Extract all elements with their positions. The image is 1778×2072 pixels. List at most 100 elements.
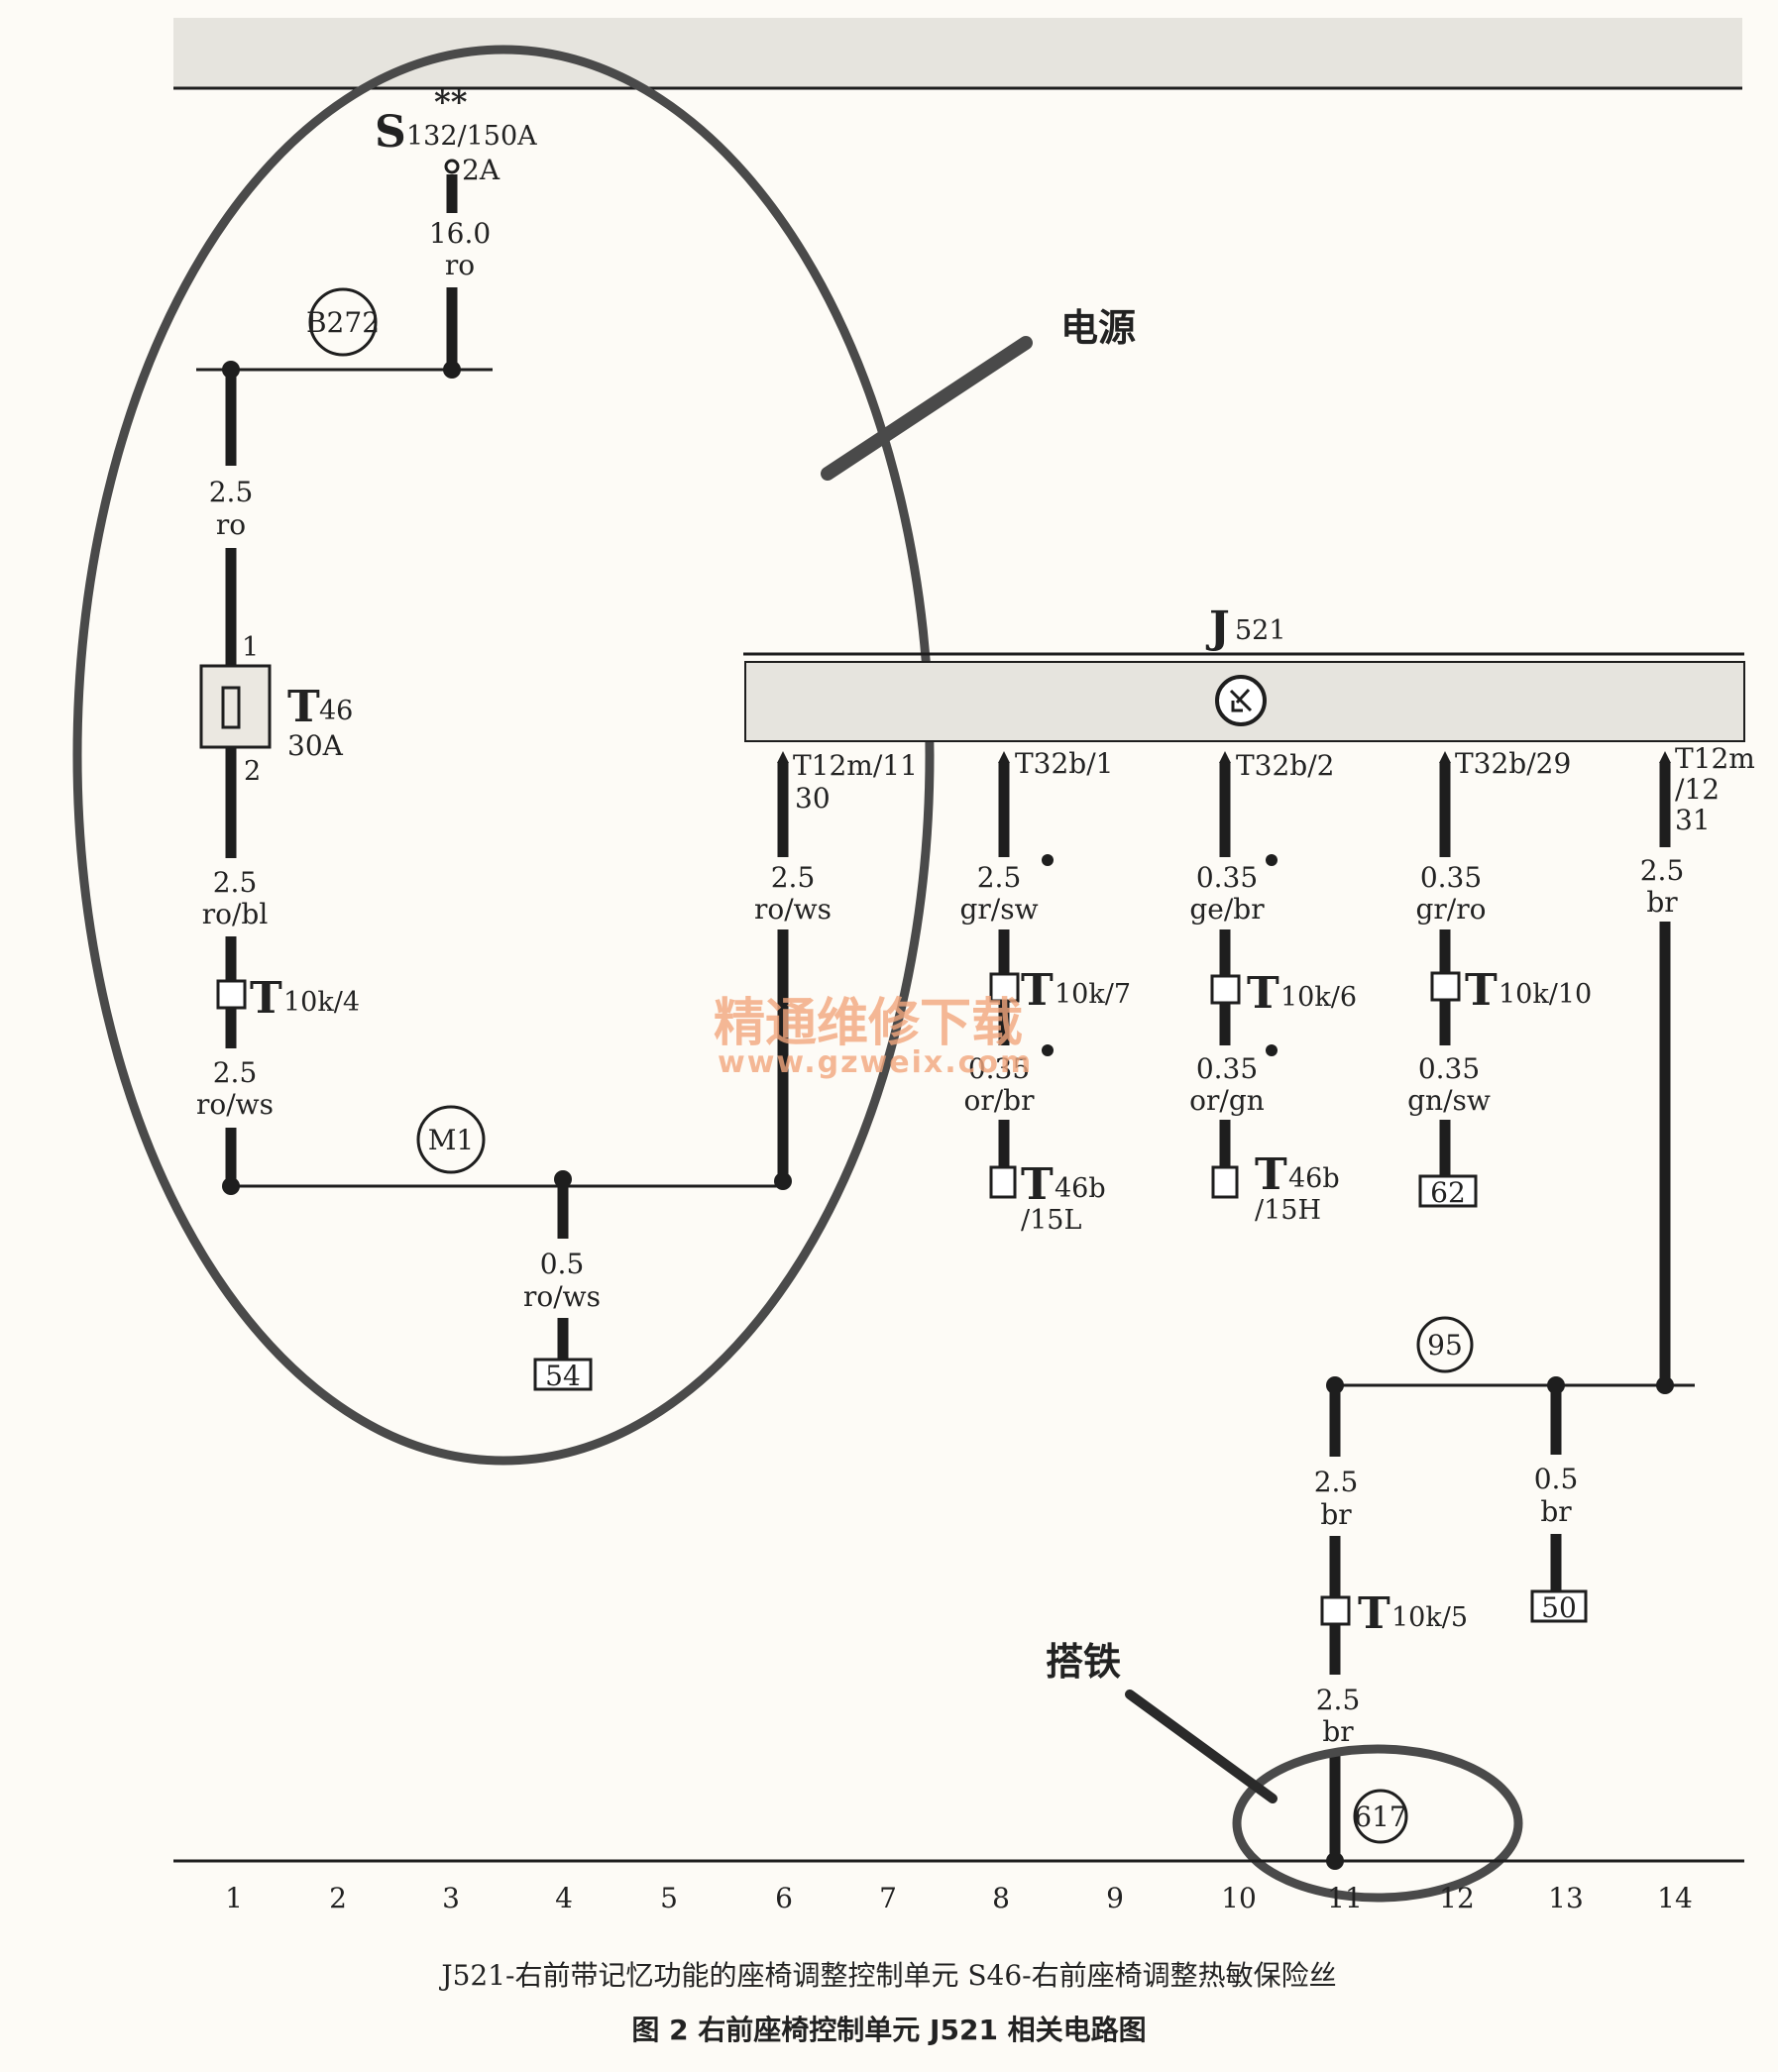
pin-t12m11-extra: 30 xyxy=(795,782,831,815)
pin-t12m12-extra: 31 xyxy=(1675,804,1711,836)
conn-t10k10-letter: T xyxy=(1465,965,1498,1016)
fuse-t46-box xyxy=(199,664,272,749)
module-letter: J xyxy=(1205,602,1230,653)
ground-highlight-ellipse xyxy=(1232,1744,1523,1903)
power-bus-band xyxy=(173,18,1742,87)
column-number: 13 xyxy=(1548,1882,1584,1914)
pin-t12m12-arrow xyxy=(1659,751,1671,763)
fuse-t46-rating: 30A xyxy=(287,729,344,762)
wire-g2-gauge: 2.5 xyxy=(1316,1684,1361,1716)
wire-50-color: br xyxy=(1540,1495,1572,1528)
wire-t32b2-color: ge/br xyxy=(1189,893,1265,926)
column-number: 1 xyxy=(225,1882,243,1914)
ref-54-box xyxy=(533,1358,593,1391)
b272-label: B272 xyxy=(306,306,380,339)
wire-t32b1-gauge: 2.5 xyxy=(977,861,1022,894)
m1-node xyxy=(416,1105,486,1174)
n617-node xyxy=(1353,1789,1408,1844)
pin-t32b1-label: T32b/1 xyxy=(1015,747,1113,780)
wire-l1-color: ro xyxy=(216,508,246,541)
b272-junction-right xyxy=(443,361,461,379)
fuse-t46-pin2: 2 xyxy=(244,756,261,787)
column-number: 5 xyxy=(660,1882,678,1914)
pin-t12m12-label2: /12 xyxy=(1675,773,1720,806)
conn-t10k7-box xyxy=(989,972,1020,1003)
wire-l2-gauge: 2.5 xyxy=(213,866,258,899)
wire-t32b1-color2: or/br xyxy=(964,1084,1036,1117)
fuse-t46-pin1: 1 xyxy=(242,632,259,663)
fuse-t46-name: 46 xyxy=(319,696,353,726)
wire-g1-color: br xyxy=(1320,1498,1352,1531)
wire-t32b29-color: gr/ro xyxy=(1416,893,1487,926)
wire-g1-gauge: 2.5 xyxy=(1314,1466,1359,1498)
pin-t12m12-label: T12m xyxy=(1675,742,1755,775)
conn-t10k10-name: 10k/10 xyxy=(1499,979,1592,1010)
conn-t10k4-name: 10k/4 xyxy=(283,987,360,1018)
wire-t32b29-gauge: 0.35 xyxy=(1420,861,1482,894)
m1-junction-left xyxy=(222,1177,240,1195)
ref-54-label: 54 xyxy=(545,1360,581,1392)
ref-62-box xyxy=(1418,1174,1478,1208)
fuse-s-terminal xyxy=(444,159,460,174)
wire-l2-color: ro/bl xyxy=(202,898,269,930)
wire-50-gauge: 0.5 xyxy=(1534,1463,1579,1495)
ref-50-box xyxy=(1530,1589,1588,1623)
column-number: 10 xyxy=(1221,1882,1257,1914)
caption-title: 图 2 右前座椅控制单元 J521 相关电路图 xyxy=(631,2014,1146,2046)
pin-t32b29-arrow xyxy=(1439,751,1451,763)
caption-legend: J521-右前带记忆功能的座椅调整控制单元 S46-右前座椅调整热敏保险丝 xyxy=(438,1959,1336,1992)
m1-label: M1 xyxy=(428,1124,474,1156)
pin-t32b29-label: T32b/29 xyxy=(1455,747,1571,780)
conn-t46b15l-box xyxy=(989,1165,1017,1199)
conn-t46b15l-letter: T xyxy=(1021,1159,1054,1210)
conn-t46b15h-name: 46b xyxy=(1288,1163,1340,1194)
wire-t32b1-dot xyxy=(1042,854,1054,866)
power-callout-label: 电源 xyxy=(1060,306,1136,350)
wire-t32b2-dot2 xyxy=(1266,1044,1278,1056)
column-number: 4 xyxy=(555,1882,573,1914)
wire-t32b1-color: gr/sw xyxy=(959,893,1038,926)
ground-callout-arrow xyxy=(1125,1690,1278,1803)
fuse-s-letter: S xyxy=(375,107,406,158)
watermark-cn: 精通维修下载 xyxy=(714,994,1023,1053)
column-number: 2 xyxy=(329,1882,347,1914)
wire-l3-gauge: 2.5 xyxy=(213,1056,258,1089)
wire-t32b29-gauge2: 0.35 xyxy=(1418,1052,1480,1085)
conn-t46b15l-name: 46b xyxy=(1055,1173,1106,1204)
column-number: 12 xyxy=(1439,1882,1475,1914)
conn-t10k10-box xyxy=(1430,971,1461,1002)
conn-t46b15h-box xyxy=(1211,1165,1239,1199)
n95-label: 95 xyxy=(1427,1329,1463,1362)
fuse-s-stars: ** xyxy=(434,83,468,121)
column-number: 6 xyxy=(775,1882,793,1914)
conn-t10k6-box xyxy=(1210,974,1241,1005)
wire-54-gauge: 0.5 xyxy=(540,1248,585,1280)
wire-t12m11-gauge: 2.5 xyxy=(771,861,816,894)
conn-t10k4-box xyxy=(216,979,247,1010)
conn-t10k4-letter: T xyxy=(250,973,282,1024)
wire-t32b2-gauge2: 0.35 xyxy=(1196,1052,1258,1085)
conn-t10k7-letter: T xyxy=(1021,965,1054,1016)
n617-label: 617 xyxy=(1354,1800,1406,1833)
power-callout-arrow xyxy=(821,336,1033,481)
column-number: 11 xyxy=(1327,1882,1363,1914)
wire-t12m12-gauge: 2.5 xyxy=(1640,854,1685,887)
n95-junction-right xyxy=(1656,1376,1674,1394)
pin-t32b1-arrow xyxy=(998,751,1010,763)
fuse-s-rating: 2A xyxy=(462,154,500,186)
wire-t12m11-color: ro/ws xyxy=(754,893,832,926)
conn-t10k5-letter: T xyxy=(1358,1588,1390,1639)
wire-s-top-color: ro xyxy=(445,249,475,281)
conn-t46b15h-letter: T xyxy=(1255,1149,1287,1200)
pin-t12m11-label: T12m/11 xyxy=(793,749,918,782)
fuse-t46-element xyxy=(221,686,241,729)
conn-t46b15l-name2: /15L xyxy=(1021,1205,1081,1236)
column-number: 7 xyxy=(879,1882,897,1914)
watermark-url: www.gzweix.com xyxy=(718,1045,1033,1080)
wire-t32b2-gauge: 0.35 xyxy=(1196,861,1258,894)
fuse-s-name: 132/150A xyxy=(406,121,537,152)
conn-t10k7-name: 10k/7 xyxy=(1055,979,1131,1010)
n95-node xyxy=(1416,1316,1474,1373)
